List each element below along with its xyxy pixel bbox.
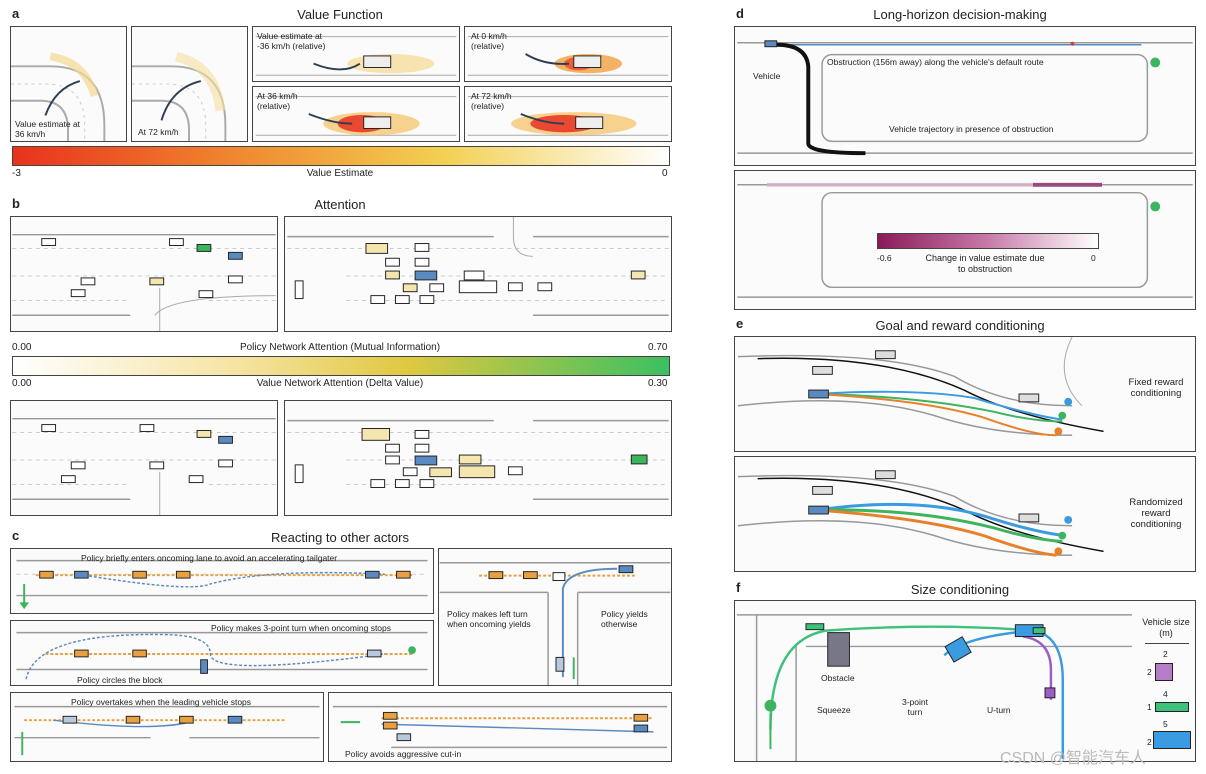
legend-item-1-swatch <box>1155 663 1173 681</box>
value-label-36: Value estimate at 36 km/h <box>15 119 81 139</box>
obstruction-label: Obstruction (156m away) along the vehicl… <box>827 57 1044 67</box>
reacting-panel-3point: Policy makes 3-point turn when oncoming … <box>10 620 434 686</box>
reacting-panel-overtake: Policy overtakes when the leading vehicl… <box>10 692 324 762</box>
three-point-turn-label: 3-point turn <box>902 697 928 717</box>
legend-item-1-width: 2 <box>1163 649 1168 659</box>
section-e-letter: e <box>736 316 744 331</box>
overtake-label: Policy overtakes when the leading vehicl… <box>71 697 252 707</box>
value-label-neg36: Value estimate at -36 km/h (relative) <box>257 31 326 51</box>
value-label-0: At 0 km/h (relative) <box>471 31 507 51</box>
legend-item-2-swatch <box>1155 702 1189 712</box>
section-f-letter: f <box>736 580 741 595</box>
value-colorbar-min: -3 <box>12 168 21 179</box>
policy-attention-max: 0.70 <box>648 342 668 353</box>
obstruction-colorbar-label: Change in value estimate due to obstruct… <box>925 253 1045 274</box>
section-b-title: Attention <box>314 197 366 212</box>
section-d-title: Long-horizon decision-making <box>873 7 1047 22</box>
section-c-letter: c <box>12 528 20 543</box>
left-turn-label: Policy makes left turn when oncoming yie… <box>447 609 531 629</box>
randomized-reward-label: Randomized reward conditioning <box>1129 497 1183 530</box>
value-attention-label: Value Network Attention (Delta Value) <box>256 378 424 389</box>
value-panel-36: Value estimate at 36 km/h <box>10 26 127 142</box>
section-f-title: Size conditioning <box>910 582 1010 597</box>
long-horizon-panel-trajectory: Vehicle Obstruction (156m away) along th… <box>734 26 1196 166</box>
size-legend-divider <box>1145 643 1189 644</box>
reward-panel-randomized: Randomized reward conditioning <box>734 456 1196 572</box>
value-label-p72: At 72 km/h (relative) <box>471 91 512 111</box>
legend-item-3-swatch <box>1153 731 1191 749</box>
size-legend-title: Vehicle size (m) <box>1142 617 1190 638</box>
reward-panel-fixed: Fixed reward conditioning <box>734 336 1196 452</box>
legend-item-3-width: 5 <box>1163 719 1168 729</box>
section-e-title: Goal and reward conditioning <box>875 318 1045 333</box>
circles-block-label: Policy circles the block <box>77 675 163 685</box>
reacting-panel-tailgater: Policy briefly enters oncoming lane to a… <box>10 548 434 614</box>
section-c-title: Reacting to other actors <box>270 530 410 545</box>
value-attention-max: 0.30 <box>648 378 668 389</box>
attention-colorbar <box>12 356 670 376</box>
legend-item-2-width: 4 <box>1163 689 1168 699</box>
value-label-72: At 72 km/h <box>138 127 179 137</box>
yields-label: Policy yields otherwise <box>601 609 648 629</box>
legend-item-2-height: 1 <box>1147 702 1152 712</box>
attention-panel-top-right <box>284 216 672 332</box>
legend-item-1-height: 2 <box>1147 667 1152 677</box>
cutin-label: Policy avoids aggressive cut-in <box>345 749 462 759</box>
reacting-panel-cutin: Policy avoids aggressive cut-in <box>328 692 672 762</box>
tailgater-label: Policy briefly enters oncoming lane to a… <box>81 553 338 563</box>
attention-panel-top-left <box>10 216 278 332</box>
section-a-title: Value Function <box>297 7 383 22</box>
obstruction-colorbar-max: 0 <box>1091 253 1096 263</box>
policy-attention-label: Policy Network Attention (Mutual Informa… <box>239 342 441 353</box>
section-a-letter: a <box>12 6 20 21</box>
obstacle-label: Obstacle <box>821 673 855 683</box>
fixed-reward-label: Fixed reward conditioning <box>1128 377 1184 399</box>
value-panel-72: At 72 km/h <box>131 26 248 142</box>
attention-panel-bottom-right <box>284 400 672 516</box>
vehicle-label: Vehicle <box>753 71 781 81</box>
value-panel-neg36: Value estimate at -36 km/h (relative) <box>252 26 460 82</box>
squeeze-label: Squeeze <box>817 705 851 715</box>
section-b-letter: b <box>12 196 20 211</box>
value-colorbar <box>12 146 670 166</box>
size-panel: Obstacle Squeeze 3-point turn U-turn Veh… <box>734 600 1196 762</box>
value-label-p36: At 36 km/h (relative) <box>257 91 298 111</box>
value-panel-p36: At 36 km/h (relative) <box>252 86 460 142</box>
trajectory-label: Vehicle trajectory in presence of obstru… <box>889 124 1054 134</box>
value-panel-0: At 0 km/h (relative) <box>464 26 672 82</box>
value-colorbar-max: 0 <box>662 168 668 179</box>
obstruction-colorbar <box>877 233 1099 249</box>
long-horizon-panel-value: -0.6 Change in value estimate due to obs… <box>734 170 1196 310</box>
legend-item-3-height: 2 <box>1147 737 1152 747</box>
obstruction-colorbar-min: -0.6 <box>877 253 892 263</box>
attention-panel-bottom-left <box>10 400 278 516</box>
value-attention-min: 0.00 <box>12 378 32 389</box>
reacting-panel-left-turn: Policy makes left turn when oncoming yie… <box>438 548 672 686</box>
value-colorbar-label: Value Estimate <box>306 168 374 179</box>
section-d-letter: d <box>736 6 744 21</box>
watermark: CSDN @智能汽车人 <box>1000 750 1147 767</box>
policy-attention-min: 0.00 <box>12 342 32 353</box>
uturn-label: U-turn <box>987 705 1011 715</box>
three-point-label: Policy makes 3-point turn when oncoming … <box>211 623 392 633</box>
value-panel-p72: At 72 km/h (relative) <box>464 86 672 142</box>
